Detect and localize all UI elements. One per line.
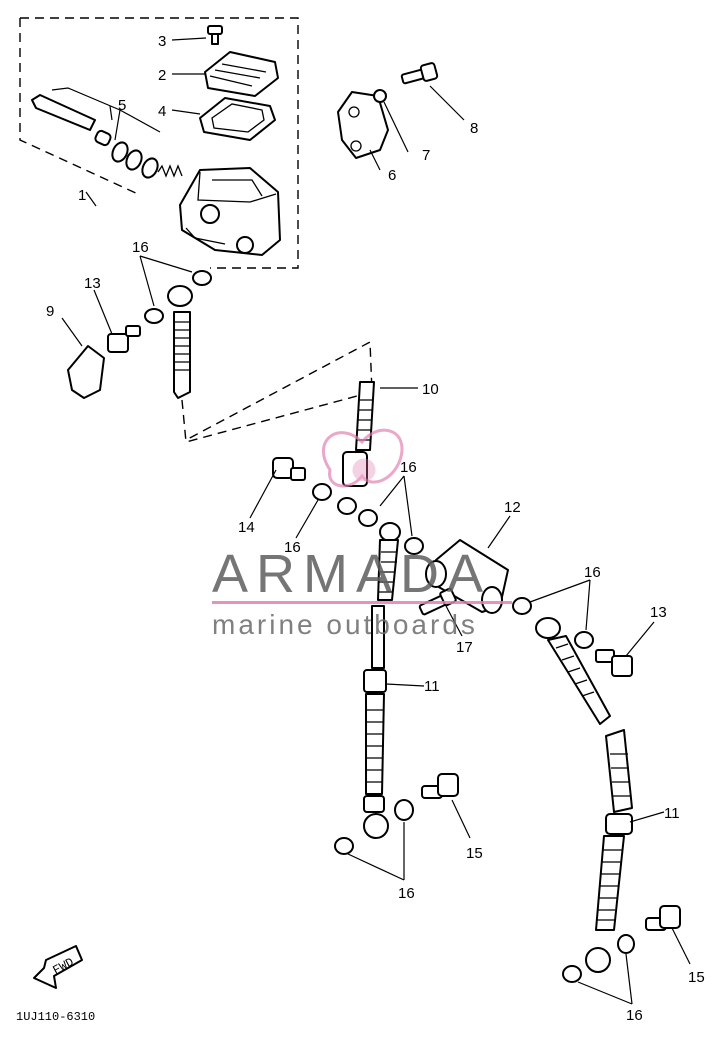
callout-16-lower-right: 16 bbox=[626, 1007, 643, 1024]
brake-hose-joint bbox=[425, 539, 509, 614]
diagram-code: 1UJ110-6310 bbox=[16, 1010, 95, 1024]
lower-left-gaskets bbox=[334, 799, 414, 855]
callout-labels: 3 2 4 5 7 6 8 1 16 13 9 10 16 14 16 12 1… bbox=[46, 33, 705, 1024]
lever-bracket bbox=[337, 91, 389, 159]
assembly-dashed-box bbox=[19, 17, 299, 269]
master-cylinder-body bbox=[179, 167, 281, 256]
brake-hose-11-right bbox=[535, 617, 633, 973]
callout-12: 12 bbox=[504, 499, 521, 516]
callout-13-left: 13 bbox=[84, 275, 101, 292]
callout-2: 2 bbox=[158, 67, 166, 84]
callout-8: 8 bbox=[470, 120, 478, 137]
watermark-rule bbox=[212, 601, 512, 604]
joint-bolt-14 bbox=[272, 457, 306, 481]
forward-arrow-icon: FWD bbox=[33, 945, 83, 989]
callout-11-right: 11 bbox=[664, 805, 680, 822]
callout-10: 10 bbox=[422, 381, 439, 398]
callout-16-lower-left: 16 bbox=[398, 885, 415, 902]
reservoir-cap bbox=[204, 51, 279, 97]
armada-watermark: ARMADA marine outboards bbox=[212, 428, 512, 640]
callout-16-mid: 16 bbox=[400, 459, 417, 476]
diaphragm bbox=[199, 97, 276, 141]
watermark-tagline: marine outboards bbox=[212, 609, 478, 640]
callout-15-right: 15 bbox=[688, 969, 705, 986]
lower-right-gaskets bbox=[562, 934, 635, 983]
brake-hose-10 bbox=[337, 381, 375, 515]
callout-1: 1 bbox=[78, 187, 86, 204]
callout-4: 4 bbox=[158, 103, 166, 120]
union-bolt-left bbox=[107, 325, 141, 353]
callout-5: 5 bbox=[118, 97, 126, 114]
callout-11-left: 11 bbox=[424, 678, 440, 695]
watermark-brand: ARMADA bbox=[212, 544, 491, 604]
callout-13-right: 13 bbox=[650, 604, 667, 621]
callout-16-right: 16 bbox=[584, 564, 601, 581]
union-bolt-15-right bbox=[645, 905, 681, 931]
bracket-bolt bbox=[400, 62, 439, 85]
callout-17: 17 bbox=[456, 639, 473, 656]
callout-7: 7 bbox=[422, 147, 430, 164]
upper-hose-section bbox=[167, 285, 373, 443]
piston-kit bbox=[31, 87, 183, 179]
leader-lines bbox=[61, 37, 691, 1005]
callout-16-upper: 16 bbox=[132, 239, 149, 256]
bracket-washer bbox=[373, 89, 387, 103]
banjo-cover bbox=[67, 345, 105, 399]
callout-3: 3 bbox=[158, 33, 166, 50]
union-bolt-13-right bbox=[595, 649, 633, 677]
callout-15-left: 15 bbox=[466, 845, 483, 862]
callout-6: 6 bbox=[388, 167, 396, 184]
callout-16-left: 16 bbox=[284, 539, 301, 556]
union-bolt-15-left bbox=[421, 773, 459, 799]
upper-gaskets bbox=[144, 270, 212, 324]
callout-9: 9 bbox=[46, 303, 54, 320]
brake-hose-11-left bbox=[363, 522, 401, 839]
cap-screw bbox=[207, 25, 223, 45]
callout-14: 14 bbox=[238, 519, 255, 536]
watermark-logo-icon bbox=[322, 428, 404, 488]
mid-gaskets bbox=[312, 483, 594, 649]
